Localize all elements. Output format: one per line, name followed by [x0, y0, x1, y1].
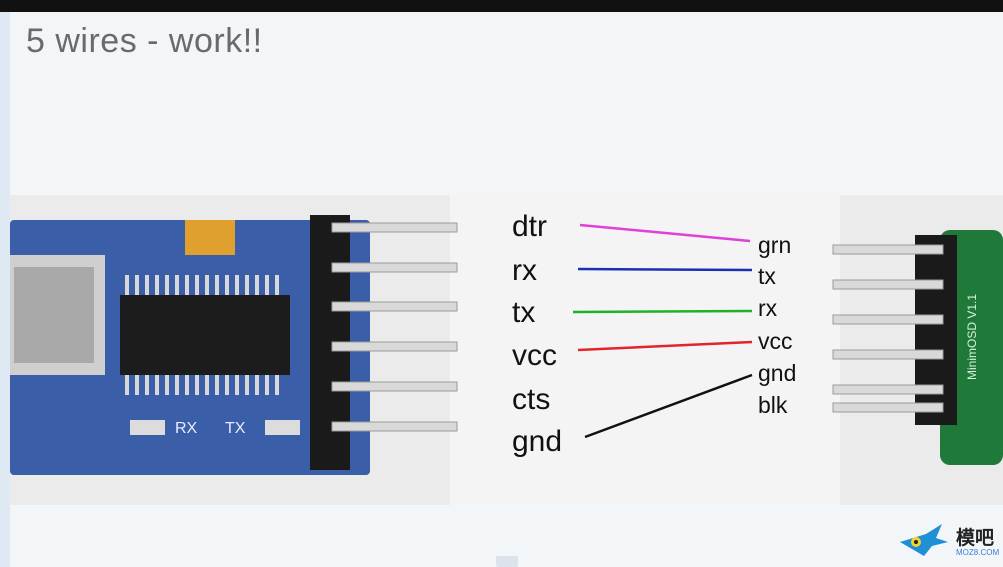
window-left-edge [0, 12, 10, 567]
label-osd-rx: rx [758, 295, 778, 321]
osd-header-pins [832, 244, 944, 413]
label-tx: tx [512, 296, 536, 329]
watermark-site: MOZ8.COM [956, 548, 1000, 557]
boards-illustration: RX TX Min [10, 195, 1003, 505]
ftdi-board: RX TX [10, 215, 458, 475]
diagram-paper [450, 195, 840, 505]
silk-rx: RX [175, 420, 198, 437]
label-cts: cts [512, 383, 551, 416]
wire-gnd-gnd [584, 373, 753, 439]
osd-silkscreen: MinimOSD V1.1 [965, 294, 979, 380]
slide-title: 5 wires - work!! [26, 22, 263, 60]
wire-tx-rx [572, 309, 753, 314]
wire-rx-tx [577, 267, 753, 272]
label-vcc: vcc [512, 339, 557, 372]
slide-nav-handle[interactable] [496, 556, 518, 567]
wire-vcc-vcc [577, 340, 753, 352]
label-gnd: gnd [512, 425, 563, 458]
ftdi-chip [120, 295, 290, 375]
window-top-bar [0, 0, 1003, 12]
chip-pins-bottom [125, 375, 279, 395]
label-osd-vcc: vcc [758, 328, 793, 354]
label-rx: rx [512, 254, 537, 287]
label-osd-tx: tx [758, 263, 776, 289]
tantalum-capacitor [185, 220, 235, 255]
label-blk: blk [758, 392, 788, 418]
chip-pins-top [125, 275, 279, 295]
label-dtr: dtr [512, 210, 548, 243]
silk-tx: TX [225, 420, 246, 437]
label-osd-gnd: gnd [758, 360, 797, 386]
ftdi-header-pins [331, 222, 458, 432]
label-grn: grn [758, 232, 792, 258]
wire-dtr-grn [579, 223, 751, 243]
bird-logo-icon [900, 524, 948, 556]
minimosd-board: MinimOSD V1.1 [832, 230, 1003, 465]
wiring-photo: RX TX Min [10, 195, 1003, 505]
watermark-brand: 模吧 [956, 528, 995, 549]
